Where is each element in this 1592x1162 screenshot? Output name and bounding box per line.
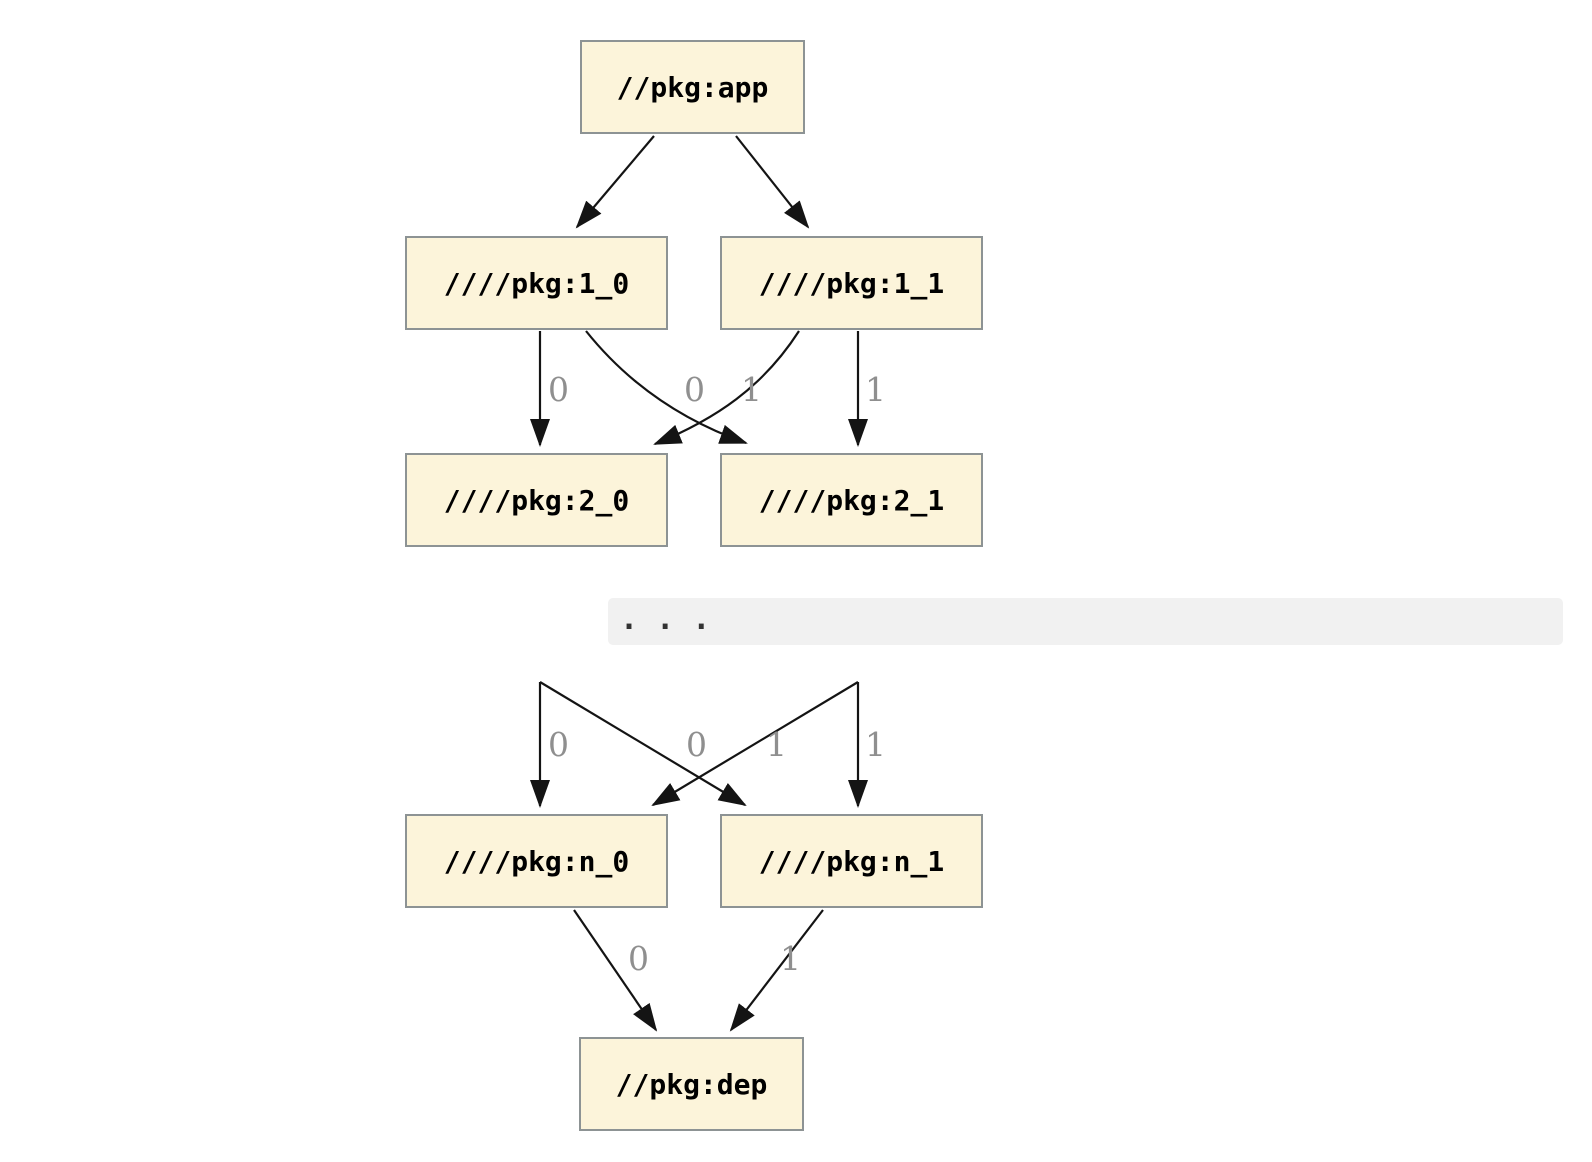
edge-label-prev-1-to-n-0: 1 [766, 725, 787, 764]
edge-label-n-0-to-dep: 0 [628, 939, 649, 978]
edge-n-0-to-dep [573, 909, 658, 1032]
node-label: //pkg:dep [615, 1067, 768, 1101]
node-label: ////pkg:n_0 [443, 844, 630, 878]
edge-label-1-1-to-2-1: 1 [865, 370, 886, 409]
edge-label-prev-0-to-n-0: 0 [548, 725, 569, 764]
edge-prev-0-to-n-1 [539, 681, 747, 807]
node-label: ////pkg:1_0 [443, 266, 630, 300]
edge-label-prev-1-to-n-1: 1 [865, 725, 886, 764]
node-label: ////pkg:1_1 [758, 266, 945, 300]
edge-label-1-1-to-2-0: 1 [741, 370, 762, 409]
edge-app-to-1-0 [575, 135, 655, 229]
node-label: ////pkg:n_1 [758, 844, 945, 878]
node-label: ////pkg:2_1 [758, 483, 945, 517]
edge-1-0-to-2-1 [585, 330, 748, 445]
node-pkg-n-1: ////pkg:n_1 [720, 814, 983, 908]
node-label: //pkg:app [616, 70, 769, 104]
node-pkg-1-1: ////pkg:1_1 [720, 236, 983, 330]
edge-label-1-0-to-2-0: 0 [548, 370, 569, 409]
node-pkg-n-0: ////pkg:n_0 [405, 814, 668, 908]
edge-app-to-1-1 [735, 135, 810, 229]
edge-1-1-to-2-0 [653, 330, 800, 446]
node-pkg-app: //pkg:app [580, 40, 805, 134]
edge-prev-1-to-n-0 [651, 681, 859, 807]
node-label: ////pkg:2_0 [443, 483, 630, 517]
node-pkg-1-0: ////pkg:1_0 [405, 236, 668, 330]
edge-label-n-1-to-dep: 1 [780, 939, 801, 978]
ellipsis-dots: . . . [620, 602, 711, 637]
edge-label-1-0-to-2-1: 0 [684, 370, 705, 409]
node-pkg-dep: //pkg:dep [579, 1037, 804, 1131]
edge-label-prev-0-to-n-1: 0 [686, 725, 707, 764]
ellipsis-band: . . . [608, 598, 1563, 645]
node-pkg-2-0: ////pkg:2_0 [405, 453, 668, 547]
node-pkg-2-1: ////pkg:2_1 [720, 453, 983, 547]
edge-n-1-to-dep [729, 909, 824, 1032]
